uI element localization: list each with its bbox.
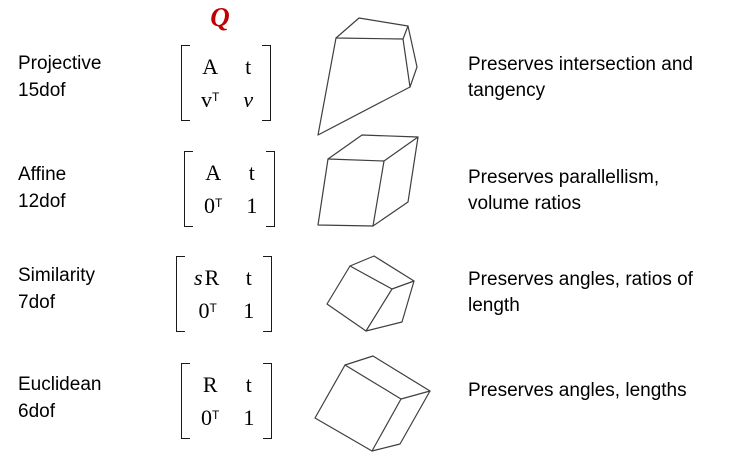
projective-matrix: A t vT v	[181, 45, 272, 121]
left-bracket	[181, 45, 190, 121]
left-bracket	[176, 256, 185, 332]
matrix-cell: A	[202, 53, 219, 79]
matrix-cell: t	[245, 264, 252, 290]
transformation-dof: 6dof	[18, 401, 55, 422]
matrix-cell: sR	[194, 264, 220, 290]
matrix-cell: 1	[246, 192, 258, 218]
transformation-dof: 12dof	[18, 191, 66, 212]
transformation-dof: 7dof	[18, 292, 55, 313]
transformation-dof: 15dof	[18, 80, 66, 101]
right-bracket	[263, 363, 273, 439]
transformation-name: Affine	[18, 164, 67, 185]
euclidean-matrix: R t 0T 1	[181, 363, 273, 439]
affine-matrix: A t 0T 1	[184, 151, 276, 227]
row-description: Preserves parallellism, volume ratios	[468, 167, 660, 214]
similarity-matrix: sR t 0T 1	[176, 256, 273, 332]
matrix-cell: 1	[243, 404, 255, 430]
row-label-projective: Projective 15dof	[18, 50, 101, 104]
rotated-cube-icon	[314, 355, 431, 452]
row-description: Preserves intersection and tangency	[468, 54, 693, 101]
matrix-cell: R	[202, 371, 218, 397]
row-label-similarity: Similarity 7dof	[18, 262, 95, 316]
right-bracket	[266, 151, 276, 227]
left-bracket	[184, 151, 193, 227]
left-bracket	[181, 363, 190, 439]
right-bracket	[262, 45, 272, 121]
matrix-cell: t	[248, 159, 255, 185]
matrix-cell: t	[245, 53, 252, 79]
matrix-cell: 1	[243, 297, 255, 323]
row-description: Preserves angles, lengths	[468, 380, 687, 401]
row-description: Preserves angles, ratios of length	[468, 269, 693, 316]
transformation-name: Similarity	[18, 265, 96, 286]
matrix-cell: A	[205, 159, 222, 185]
row-label-euclidean: Euclidean 6dof	[18, 371, 101, 425]
sheared-parallelepiped-icon	[317, 134, 419, 227]
transformation-name: Projective	[18, 53, 102, 74]
matrix-cell: 0T	[204, 192, 223, 218]
matrix-cell: 0T	[198, 297, 217, 323]
matrix-cell: v	[243, 86, 254, 112]
matrix-cell: vT	[201, 86, 220, 112]
matrix-cell: 0T	[201, 404, 220, 430]
matrix-cell: t	[245, 371, 252, 397]
transformation-name: Euclidean	[18, 374, 102, 395]
row-label-affine: Affine 12dof	[18, 161, 66, 215]
right-bracket	[263, 256, 273, 332]
rotated-scaled-cube-icon	[326, 255, 415, 332]
matrix-symbol-q: Q	[210, 2, 230, 32]
distorted-hexahedron-icon	[317, 17, 418, 136]
